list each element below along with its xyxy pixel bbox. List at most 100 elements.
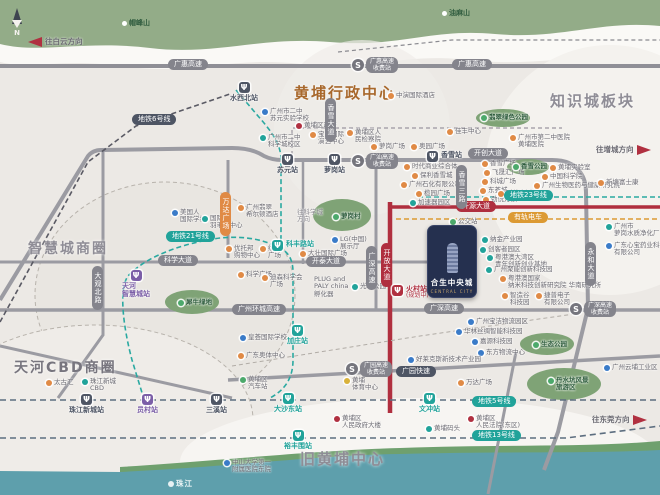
compass-north-label: N xyxy=(14,29,20,37)
landmark-label: 翡翠绿色公园 xyxy=(481,113,528,121)
blue-poi-dot-icon xyxy=(172,210,178,216)
landmark-label: 黄埔体育中心 xyxy=(344,376,378,392)
orange-poi-dot-icon xyxy=(371,144,377,150)
metro-logo-icon: Ψ xyxy=(329,154,340,165)
landmark-label: 太古汇 xyxy=(46,378,74,386)
landmark-label: 犀牛绿地 xyxy=(178,298,212,306)
landmark-label: LG(中国)展示厅 xyxy=(332,235,367,251)
landmark-label: 黄埔实验室 xyxy=(550,163,591,171)
toll-s-icon: S xyxy=(352,155,364,168)
orange-poi-dot-icon xyxy=(300,251,306,257)
orange-poi-dot-icon xyxy=(401,182,407,188)
landmark-label: 科学广场 xyxy=(238,270,272,278)
teal-poi-dot-icon xyxy=(486,267,492,273)
landmark-label: 东方物流中心 xyxy=(478,348,525,356)
landmark-label: 广州生物医药与健康研究院 xyxy=(534,181,620,189)
metro-logo-icon: Ψ xyxy=(272,240,283,251)
compass-needle xyxy=(12,8,22,24)
teal-poi-dot-icon xyxy=(82,379,88,385)
metro-logo-icon: Ψ xyxy=(81,394,92,405)
direction-arrow-icon xyxy=(636,144,651,155)
orange-poi-dot-icon xyxy=(412,173,418,179)
road-label-pill: 香雪三路 xyxy=(456,165,467,209)
landmark-label: 黄埔码头 xyxy=(426,424,460,432)
road-label-pill: 香雪大道 xyxy=(325,98,336,142)
landmark-label: 优托邦购物中心 xyxy=(226,244,260,260)
landmark-label: 广州聚能创新科技园 xyxy=(486,265,553,273)
river-label: 珠江 xyxy=(168,478,193,489)
landmark-label: 香雪公园 xyxy=(513,162,547,170)
road-label-pill: 广惠高速 xyxy=(452,59,492,70)
landmark-label: 飞晟汇广场 xyxy=(484,168,525,176)
red-poi-dot-icon xyxy=(334,416,340,422)
region-title: 旧黄埔中心 xyxy=(300,450,386,468)
direction-arrow-icon xyxy=(28,36,42,47)
orange-poi-dot-icon xyxy=(404,164,410,170)
check-poi-dot-icon xyxy=(513,164,519,170)
metro-logo-icon: Ψ xyxy=(282,154,293,165)
landmark-label: 时代商业综合体 xyxy=(404,162,458,170)
landmark-label: 广州石化有限公司 xyxy=(401,180,461,188)
orange-poi-dot-icon xyxy=(498,191,504,197)
orange-poi-dot-icon xyxy=(347,130,353,136)
landmark-label: 奥园广场 xyxy=(411,142,445,150)
teal-poi-dot-icon xyxy=(480,247,486,253)
teal-poi-dot-icon xyxy=(260,135,266,141)
mountain-marker: 油麻山 xyxy=(442,8,470,18)
teal-poi-dot-icon xyxy=(482,237,488,243)
check-poi-dot-icon xyxy=(481,115,487,121)
landmark-label: 黄埔区政府 xyxy=(296,121,337,129)
orange-poi-dot-icon xyxy=(500,276,506,282)
mountain-marker: 帽峰山 xyxy=(122,18,150,28)
orange-poi-dot-icon xyxy=(502,293,508,299)
landmark-label: 黄埔区人民法院(东区) xyxy=(468,414,520,430)
landmark-label: 公交站 xyxy=(450,217,478,225)
teal-poi-dot-icon xyxy=(352,284,358,290)
landmark-label: 粤港澳国家纳米科技创新研究院 华南研究所 xyxy=(500,274,601,290)
landmark-label: 皇荟国际学校 xyxy=(240,333,287,341)
metro-logo-icon: Ψ xyxy=(211,394,222,405)
check-poi-dot-icon xyxy=(240,377,246,383)
road-label-pill: 开源大道 xyxy=(456,201,496,212)
road-label-pill: 广州环城高速 xyxy=(232,304,286,315)
orange-poi-dot-icon xyxy=(483,197,489,203)
landmark-label: 嘉源科技园 xyxy=(472,337,513,345)
metro-logo-icon: Ψ xyxy=(427,151,438,162)
landmark-label: 广州翡翠希尔顿酒店 xyxy=(238,203,279,219)
landmark-label: 萝岗广场 xyxy=(371,142,405,150)
region-title: 黄埔行政中心 xyxy=(294,84,397,102)
road-label-pill: 地铁13号线 xyxy=(472,430,521,441)
landmark-label: 广州云埔工业区 xyxy=(604,363,658,371)
landmark-label: 中山大学第一附属医院东院 xyxy=(224,458,271,474)
orange-poi-dot-icon xyxy=(458,380,464,386)
check-poi-dot-icon xyxy=(178,300,184,306)
orange-poi-dot-icon xyxy=(550,165,556,171)
landmark-label: 劲悦万家 xyxy=(483,195,517,203)
road-label-pill: 有轨电车 xyxy=(508,212,548,223)
mountain-dot-icon xyxy=(122,20,127,26)
landmark-label: 好莱克斯新技术产业园 xyxy=(408,355,481,363)
red-poi-dot-icon xyxy=(296,123,302,129)
landmark-label: 广东心宝药业科技有限公司 xyxy=(606,241,660,257)
orange-poi-dot-icon xyxy=(260,246,266,252)
metro-logo-icon: Ψ xyxy=(130,270,142,281)
direction-arrow-icon xyxy=(632,414,647,425)
metro-logo-icon: Ψ xyxy=(238,82,250,93)
region-title: 知识城板块 xyxy=(550,92,636,110)
road-label-pill: 科学大道 xyxy=(158,255,198,266)
landmark-label: 中国科学院 xyxy=(542,172,583,180)
orange-poi-dot-icon xyxy=(238,205,244,211)
teal-poi-dot-icon xyxy=(410,200,416,206)
landmark-label: 纳金产业园 xyxy=(482,235,523,243)
orange-poi-dot-icon xyxy=(542,174,548,180)
